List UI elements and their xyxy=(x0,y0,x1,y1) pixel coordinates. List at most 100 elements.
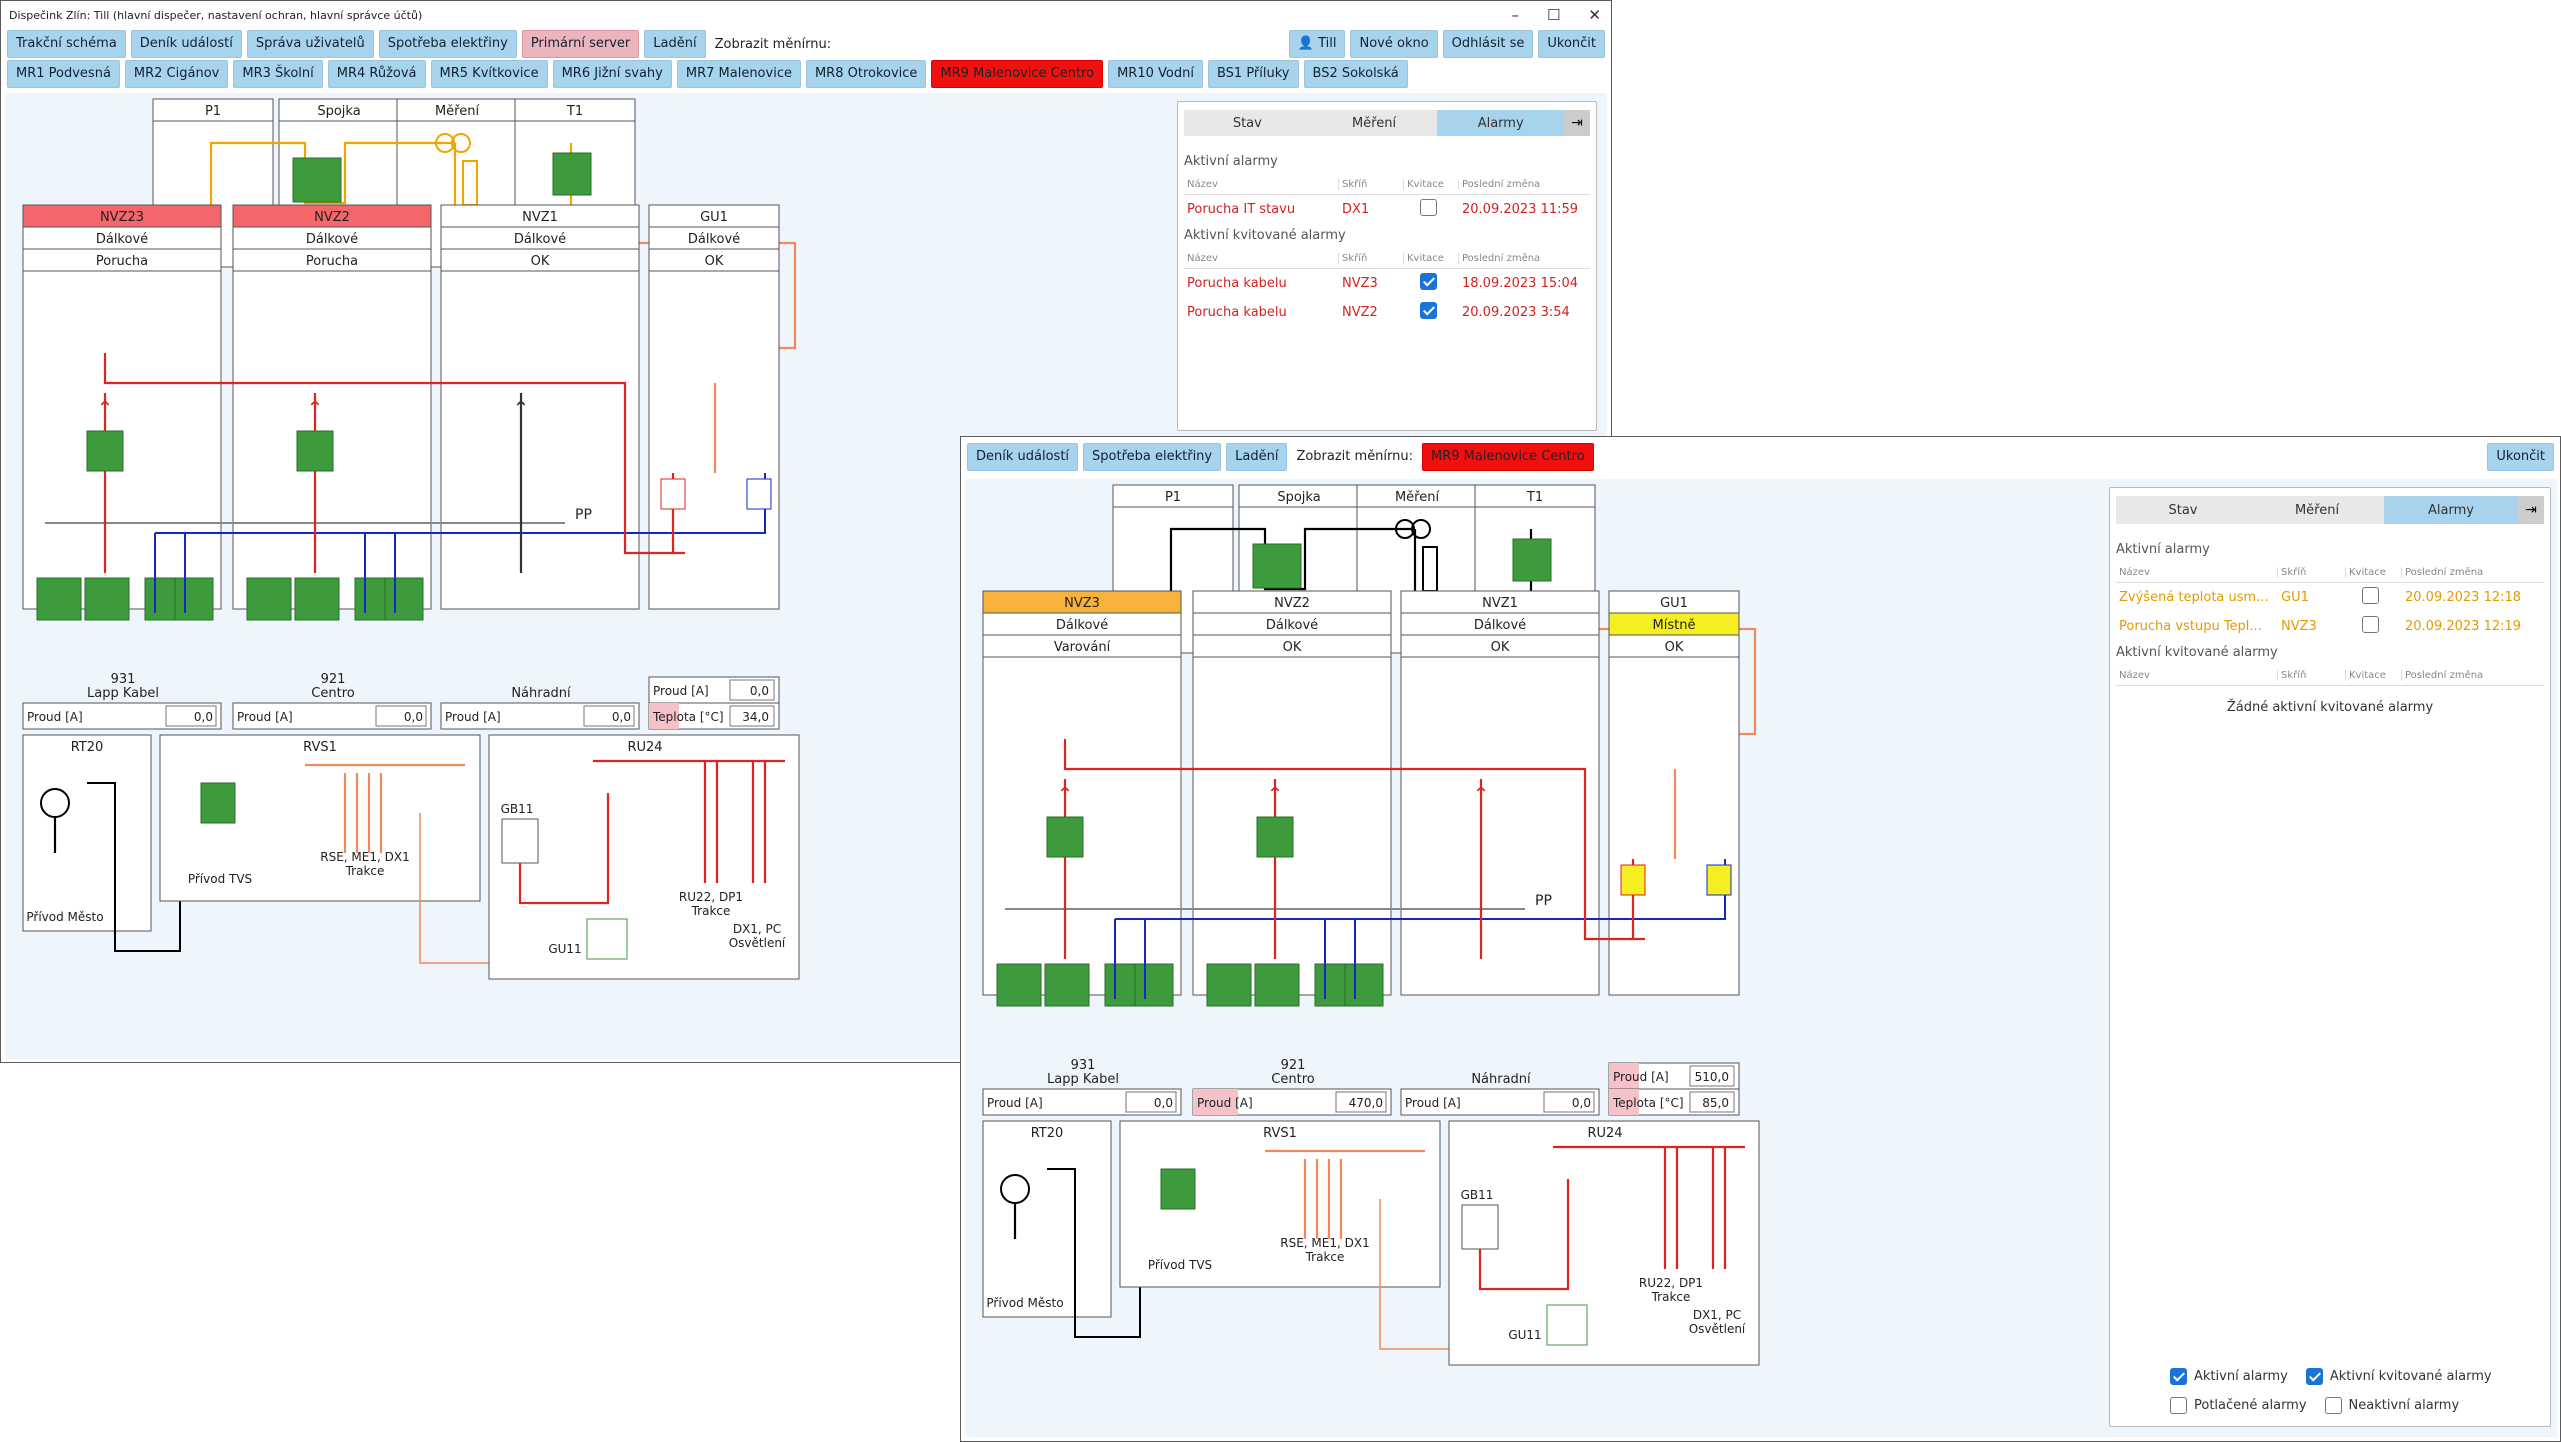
event-log-button[interactable]: Deník událostí xyxy=(967,442,1079,471)
filter-active[interactable]: Aktivní alarmy xyxy=(2170,1368,2288,1385)
quit-button[interactable]: Ukončit xyxy=(2487,442,2554,471)
logout-button[interactable]: Odhlásit se xyxy=(1442,30,1534,58)
breaker-icon[interactable] xyxy=(1512,538,1552,582)
tab-measurement[interactable]: Měření xyxy=(2294,502,2340,518)
breaker-icon[interactable] xyxy=(1256,816,1294,858)
breaker-icon[interactable] xyxy=(1206,963,1252,1007)
station-button[interactable]: MR1 Podvesná xyxy=(7,60,120,88)
cell-title: GU1 xyxy=(700,210,728,225)
ack-checkbox[interactable] xyxy=(1420,199,1437,216)
breaker-icon[interactable] xyxy=(1344,963,1384,1007)
tab-state[interactable]: Stav xyxy=(1232,115,1262,131)
collapse-panel-icon[interactable]: ⇥ xyxy=(1564,110,1591,136)
rectifier-icon[interactable] xyxy=(660,478,686,510)
station-button[interactable]: MR3 Školní xyxy=(233,60,323,88)
gu1-temp-value: 34,0 xyxy=(742,710,769,724)
rectifier-icon[interactable] xyxy=(746,478,772,510)
cell-mode: Dálkové xyxy=(1266,618,1318,633)
cell-mode: Dálkové xyxy=(96,232,148,247)
breaker-icon[interactable] xyxy=(552,152,592,196)
station-button[interactable]: MR6 Jižní svahy xyxy=(552,60,672,88)
station-button[interactable]: MR10 Vodní xyxy=(1108,60,1203,88)
gu11-label: GU11 xyxy=(1508,1328,1541,1342)
traction-scheme-button[interactable]: Trakční schéma xyxy=(7,30,126,58)
ack-checkbox[interactable] xyxy=(1420,273,1437,290)
tab-measurement[interactable]: Měření xyxy=(1351,115,1397,131)
breaker-icon[interactable] xyxy=(292,157,342,203)
breaker-icon[interactable] xyxy=(84,577,130,621)
cell-title: NVZ3 xyxy=(1064,596,1100,611)
breaker-icon[interactable] xyxy=(1254,963,1300,1007)
station-button[interactable]: MR5 Kvítkovice xyxy=(430,60,548,88)
ack-checkbox[interactable] xyxy=(2362,616,2379,633)
ack-checkbox[interactable] xyxy=(1420,302,1437,319)
primary-server-button[interactable]: Primární server xyxy=(521,30,640,58)
station-button[interactable]: BS2 Sokolská xyxy=(1303,60,1408,88)
station-button[interactable]: MR7 Malenovice xyxy=(676,60,801,88)
filter-inactive[interactable]: Neaktivní alarmy xyxy=(2324,1397,2459,1414)
station-button[interactable]: BS1 Příluky xyxy=(1207,60,1299,88)
ack-checkbox[interactable] xyxy=(2362,587,2379,604)
top-cell-title: Měření xyxy=(435,104,480,119)
quit-button[interactable]: Ukončit xyxy=(1538,30,1605,58)
power-consumption-button[interactable]: Spotřeba elektřiny xyxy=(378,30,517,58)
station-select[interactable]: MR9 Malenovice Centro xyxy=(1422,442,1594,471)
maximize-icon[interactable]: ☐ xyxy=(1546,6,1561,24)
breaker-icon[interactable] xyxy=(384,577,424,621)
breaker-icon[interactable] xyxy=(86,430,124,472)
rectifier-icon[interactable] xyxy=(1620,864,1646,896)
cell-mode: Dálkové xyxy=(306,232,358,247)
arrow-up-icon: ⌃ xyxy=(513,396,530,420)
ack-alarms-title: Aktivní kvitované alarmy xyxy=(2116,645,2278,660)
breaker-icon[interactable] xyxy=(1134,963,1174,1007)
rvs1-title: RVS1 xyxy=(303,740,337,755)
user-management-button[interactable]: Správa uživatelů xyxy=(246,30,374,58)
breaker-icon[interactable] xyxy=(296,430,334,472)
new-window-button[interactable]: Nové okno xyxy=(1350,30,1438,58)
filter-suppressed[interactable]: Potlačené alarmy xyxy=(2170,1397,2307,1414)
tab-state[interactable]: Stav xyxy=(2168,502,2198,518)
breaker-icon[interactable] xyxy=(174,577,214,621)
window-titlebar: Dispečink Zlín: Till (hlavní dispečer, n… xyxy=(1,1,1611,29)
debug-button[interactable]: Ladění xyxy=(1226,442,1288,471)
user-button[interactable]: 👤 Till xyxy=(1288,30,1346,58)
rectifier-icon[interactable] xyxy=(1706,864,1732,896)
tab-alarms[interactable]: Alarmy xyxy=(2384,496,2518,524)
breaker-icon[interactable] xyxy=(200,782,236,824)
event-log-button[interactable]: Deník událostí xyxy=(130,30,242,58)
station-button[interactable]: MR9 Malenovice Centro xyxy=(931,60,1104,88)
station-button[interactable]: MR2 Cigánov xyxy=(124,60,229,88)
breaker-icon[interactable] xyxy=(294,577,340,621)
tab-alarms[interactable]: Alarmy xyxy=(1437,110,1565,136)
filter-acknowledged[interactable]: Aktivní kvitované alarmy xyxy=(2305,1368,2492,1385)
collapse-panel-icon[interactable]: ⇥ xyxy=(2518,496,2544,524)
minimize-icon[interactable]: – xyxy=(1511,6,1519,24)
breaker-icon[interactable] xyxy=(1044,963,1090,1007)
breaker-icon[interactable] xyxy=(1046,816,1084,858)
station-button[interactable]: MR8 Otrokovice xyxy=(805,60,927,88)
debug-button[interactable]: Ladění xyxy=(644,30,706,58)
cell-title: NVZ23 xyxy=(100,210,144,225)
station-button[interactable]: MR4 Růžová xyxy=(327,60,426,88)
gu1-current-label: Proud [A] xyxy=(653,684,709,698)
close-icon[interactable]: ✕ xyxy=(1588,6,1601,24)
breaker-icon[interactable] xyxy=(1252,543,1302,589)
breaker-icon[interactable] xyxy=(36,577,82,621)
power-consumption-button[interactable]: Spotřeba elektřiny xyxy=(1083,442,1222,471)
breaker-icon[interactable] xyxy=(246,577,292,621)
breaker-icon[interactable] xyxy=(996,963,1042,1007)
breaker-icon[interactable] xyxy=(1160,1168,1196,1210)
